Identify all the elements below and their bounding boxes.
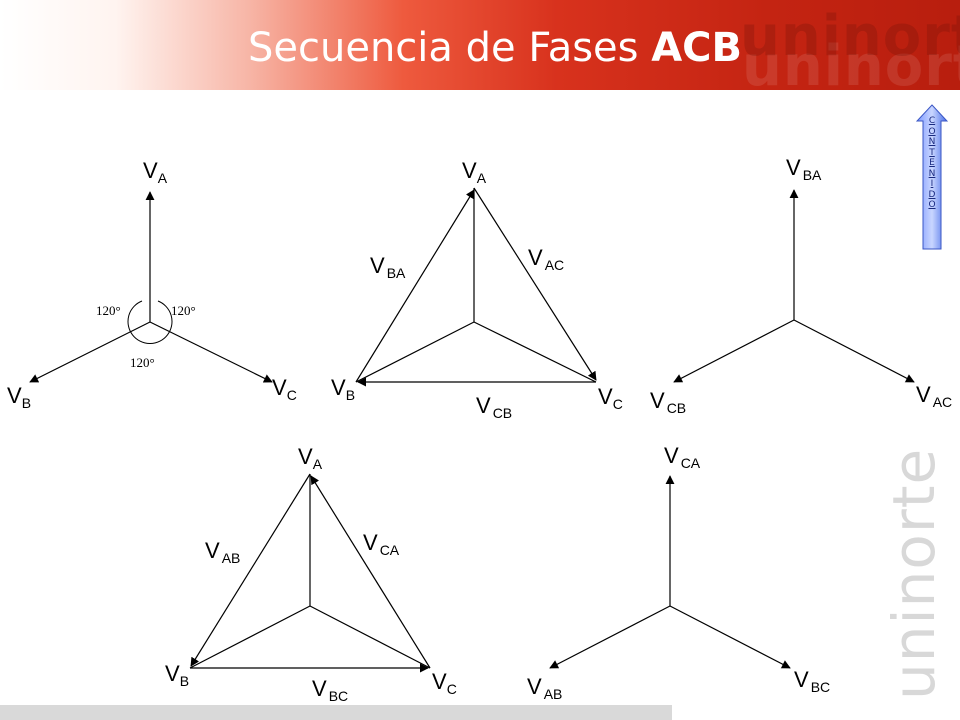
contenido-nav-link[interactable]: C O N T E N I D O xyxy=(916,116,948,211)
nav-letter: T xyxy=(929,147,935,158)
label-vc: VC xyxy=(432,669,457,697)
label-va: VA xyxy=(143,158,168,186)
brand-watermark: uninorte xyxy=(740,4,960,69)
nav-letter: E xyxy=(929,158,935,168)
label-vc: VC xyxy=(272,375,297,403)
brand-watermark-reflection: uninorte xyxy=(742,34,960,90)
nav-letter: I xyxy=(930,179,934,189)
label-vb: VB xyxy=(165,661,189,689)
footer-bar xyxy=(0,705,672,720)
label-vb: VB xyxy=(7,383,31,411)
vca-phasor xyxy=(310,475,431,669)
vcb-phasor xyxy=(673,319,795,383)
vba-phasor xyxy=(355,189,475,383)
nav-letter: C xyxy=(928,116,936,126)
phase-voltage-diagram: 120° 120° 120° VA VB VC xyxy=(7,158,297,411)
nav-letter: D xyxy=(928,189,936,200)
vac-phasor xyxy=(793,319,915,383)
vb-phasor xyxy=(29,321,151,383)
angle-label-bottom: 120° xyxy=(130,355,155,370)
page-title: Secuencia de Fases ACB xyxy=(248,28,742,68)
angle-label-right: 120° xyxy=(171,303,196,318)
vc-phasor xyxy=(149,321,273,383)
title-prefix: Secuencia de Fases xyxy=(248,25,652,71)
nav-letter: N xyxy=(928,168,936,179)
label-va: VA xyxy=(298,444,323,472)
label-va: VA xyxy=(462,158,487,186)
vab-phasor xyxy=(549,605,671,669)
contenido-nav-arrow-icon[interactable] xyxy=(916,104,948,250)
header-bar: uninorte uninorte Secuencia de Fases ACB xyxy=(0,0,960,90)
angle-label-left: 120° xyxy=(96,303,121,318)
label-vb: VB xyxy=(331,375,355,403)
label-vc: VC xyxy=(598,384,623,412)
nav-letter: O xyxy=(928,126,936,137)
title-bold: ACB xyxy=(651,25,743,71)
vbc-phasor xyxy=(669,605,791,669)
vab-phasor xyxy=(190,473,311,667)
angle-arc xyxy=(127,300,173,344)
nav-letter: N xyxy=(928,137,936,147)
vac-phasor xyxy=(473,187,597,381)
nav-letter: O xyxy=(928,200,936,210)
